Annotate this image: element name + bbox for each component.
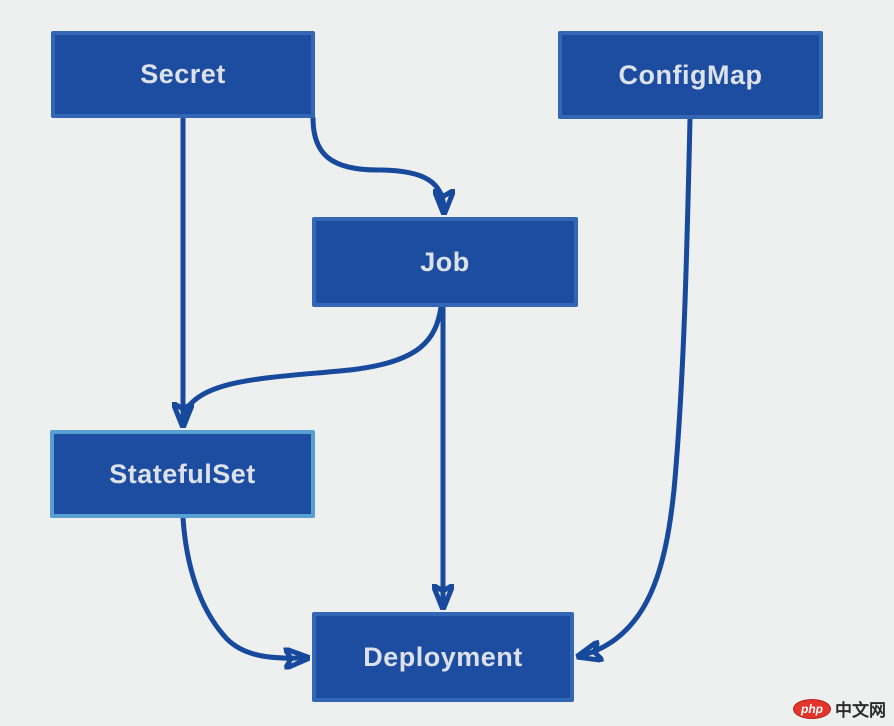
node-job-label: Job (420, 246, 470, 277)
edge-secret-to-job (310, 115, 444, 211)
node-statefulset-label: StatefulSet (109, 458, 256, 489)
node-deployment-label: Deployment (363, 641, 523, 672)
node-job: Job (312, 217, 578, 307)
watermark: php 中文网 (793, 696, 886, 721)
php-badge-icon: php (793, 698, 831, 719)
watermark-text: 中文网 (835, 701, 886, 720)
edge-job-to-statefulset (181, 304, 444, 417)
node-statefulset: StatefulSet (50, 430, 315, 518)
node-deployment: Deployment (312, 612, 574, 702)
node-secret: Secret (51, 31, 315, 118)
node-configmap: ConfigMap (558, 31, 823, 119)
node-configmap-label: ConfigMap (618, 59, 763, 90)
edge-statefulset-to-deployment (180, 515, 306, 658)
node-secret-label: Secret (140, 59, 226, 89)
edge-configmap-to-deployment (580, 116, 693, 656)
